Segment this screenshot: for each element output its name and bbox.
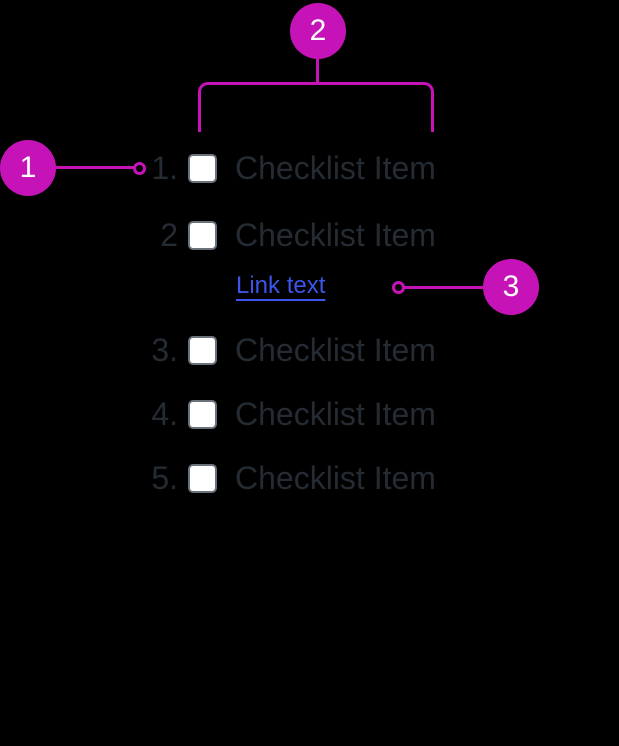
- checklist-item-3-label: Checklist Item: [235, 331, 436, 368]
- checklist-item-2: 2 Checklist Item: [120, 217, 436, 253]
- checklist-item-5-number: 5.: [151, 459, 178, 496]
- annotation-badge-1: 1: [0, 140, 56, 196]
- checklist-item-4-number: 4.: [151, 395, 178, 432]
- checklist-item-1: 1. Checklist Item: [120, 150, 436, 186]
- annotation-badge-3: 3: [483, 259, 539, 315]
- annotation-badge-2-number: 2: [309, 14, 327, 47]
- checklist-item-4-label: Checklist Item: [235, 395, 436, 432]
- annotation-3-leader-line: [404, 286, 483, 289]
- checklist-item-5-checkbox[interactable]: [188, 463, 217, 493]
- checklist-item-2-number: 2: [160, 216, 178, 253]
- annotation-badge-2: 2: [290, 3, 346, 59]
- checklist-item-4-checkbox[interactable]: [188, 399, 217, 429]
- checklist-item-4: 4. Checklist Item: [120, 396, 436, 432]
- checklist-item-5-label: Checklist Item: [235, 459, 436, 496]
- annotation-1-endpoint-ring: [133, 162, 146, 175]
- checklist-item-1-label: Checklist Item: [235, 149, 436, 186]
- annotation-3-endpoint-ring: [392, 281, 405, 294]
- checklist-item-2-label: Checklist Item: [235, 216, 436, 253]
- checklist-item-1-checkbox[interactable]: [188, 153, 217, 183]
- checklist-item-3: 3. Checklist Item: [120, 332, 436, 368]
- checklist-item-2-checkbox[interactable]: [188, 220, 217, 250]
- annotation-badge-3-number: 3: [502, 270, 520, 303]
- annotation-2-bracket: [198, 82, 434, 132]
- checklist-item-3-checkbox[interactable]: [188, 335, 217, 365]
- annotation-2-stem-line: [316, 58, 319, 84]
- checklist-item-3-number: 3.: [151, 331, 178, 368]
- checklist-item-1-number: 1.: [151, 149, 178, 186]
- link-text[interactable]: Link text: [236, 272, 326, 299]
- checklist-item-5: 5. Checklist Item: [120, 460, 436, 496]
- annotation-badge-1-number: 1: [19, 151, 37, 184]
- annotation-1-leader-line: [56, 166, 134, 169]
